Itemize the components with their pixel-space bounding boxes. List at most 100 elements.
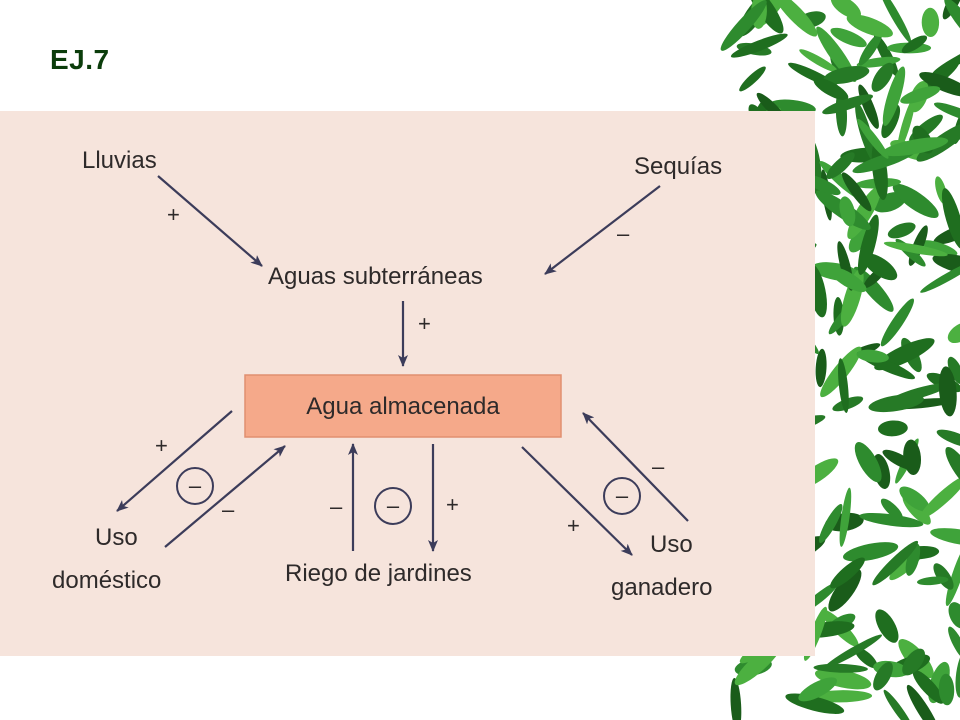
bamboo-leaf	[854, 441, 882, 483]
bamboo-leaf	[947, 322, 960, 344]
sign-riego-to-almacenada: –	[330, 494, 343, 519]
bamboo-leaf	[773, 0, 818, 37]
bamboo-leaf	[872, 540, 919, 586]
bamboo-leaf	[878, 420, 908, 437]
bamboo-leaf	[857, 214, 879, 275]
bamboo-leaf	[879, 0, 912, 44]
bamboo-leaf	[799, 49, 839, 73]
bamboo-leaf	[883, 241, 948, 257]
loop-sign-domestico: –	[189, 473, 202, 498]
sign-almacenada-to-domestico: +	[155, 433, 168, 458]
bamboo-leaf	[875, 609, 899, 643]
bamboo-leaf	[921, 7, 940, 37]
bamboo-leaf	[948, 602, 960, 629]
bamboo-leaf	[938, 673, 955, 706]
bamboo-leaf	[798, 677, 838, 702]
bamboo-leaf	[936, 429, 960, 448]
bamboo-leaf	[919, 71, 960, 97]
bamboo-leaf	[846, 14, 893, 38]
node-uso-ganadero-line1: Uso	[650, 531, 693, 558]
bamboo-leaf	[813, 663, 868, 673]
bamboo-leaf	[883, 689, 914, 720]
bamboo-leaf	[829, 267, 867, 293]
bamboo-leaf	[887, 222, 916, 239]
bamboo-leaf	[841, 172, 872, 212]
agua-almacenada-box	[244, 374, 562, 438]
bamboo-leaf	[818, 503, 843, 544]
arrow-domestico-to-almacenada	[164, 445, 286, 548]
sign-ganadero-to-almacenada: –	[652, 454, 665, 479]
bamboo-leaf	[900, 86, 941, 104]
bamboo-leaf	[892, 183, 939, 219]
bamboo-leaf	[813, 77, 849, 101]
bamboo-leaf	[916, 576, 949, 586]
bamboo-leaf	[843, 542, 899, 562]
bamboo-leaf	[823, 65, 870, 85]
bamboo-leaf	[933, 563, 954, 590]
arrow-ganadero-to-almacenada	[582, 412, 689, 522]
sign-almacenada-to-ganadero: +	[567, 513, 580, 538]
bamboo-leaf	[880, 498, 903, 520]
bamboo-leaf	[858, 32, 883, 66]
slide-title: EJ.7	[50, 44, 110, 75]
bamboo-leaf	[853, 266, 894, 312]
bamboo-leaf	[897, 97, 916, 152]
bamboo-leaf	[856, 56, 901, 68]
loop-circle-ganadero	[603, 477, 641, 515]
bamboo-leaf	[839, 196, 856, 227]
arrow-almacenada-to-domestico	[116, 410, 233, 512]
bamboo-leaf	[720, 0, 767, 51]
bamboo-leaf	[938, 366, 957, 417]
bamboo-leaf	[730, 678, 742, 720]
bamboo-leaf	[882, 66, 906, 126]
bamboo-leaf	[828, 569, 862, 612]
diagram-canvas: Agua almacenada Lluvias Sequías Aguas su…	[52, 147, 722, 601]
bamboo-leaf	[906, 684, 941, 720]
bamboo-leaf	[880, 298, 914, 347]
bamboo-leaf	[945, 446, 960, 492]
bamboo-leaf	[824, 634, 883, 669]
bamboo-leaf	[955, 649, 960, 698]
bamboo-leaf	[838, 358, 849, 413]
bamboo-leaf	[944, 0, 960, 47]
sign-domestico-to-almacenada: –	[222, 497, 235, 522]
bamboo-leaf	[945, 544, 960, 607]
bamboo-leaf	[871, 62, 894, 92]
node-riego-jardines: Riego de jardines	[285, 560, 472, 587]
bamboo-leaf	[830, 27, 867, 48]
bamboo-leaf	[881, 104, 901, 139]
bamboo-leaf	[948, 626, 960, 660]
loop-circle-riego	[374, 487, 412, 525]
bamboo-leaf	[902, 648, 926, 676]
sign-almacenada-to-riego: +	[446, 492, 459, 517]
bamboo-leaf	[830, 0, 861, 19]
bamboo-leaf	[839, 487, 852, 547]
bamboo-leaf	[730, 33, 788, 58]
bamboo-leaf	[888, 382, 950, 404]
sign-lluvias-to-aguas: +	[167, 202, 180, 227]
bamboo-leaf	[930, 528, 960, 547]
bamboo-leaf	[941, 188, 960, 250]
bamboo-leaf	[826, 152, 855, 179]
bamboo-leaf	[856, 349, 889, 363]
bamboo-leaf	[932, 253, 960, 275]
bamboo-leaf	[921, 240, 958, 256]
bamboo-leaf	[815, 348, 827, 388]
causal-loop-diagram: Agua almacenada Lluvias Sequías Aguas su…	[0, 111, 815, 656]
bamboo-leaf	[857, 118, 889, 159]
node-sequias: Sequías	[634, 153, 722, 180]
bamboo-leaf	[919, 475, 960, 519]
bamboo-leaf	[882, 137, 949, 157]
bamboo-leaf	[920, 260, 960, 293]
arrow-sequias-to-aguas	[544, 185, 661, 275]
node-uso-domestico-line2: doméstico	[52, 567, 161, 594]
bamboo-leaf	[814, 668, 872, 690]
loop-sign-riego: –	[387, 493, 400, 518]
bamboo-leaf	[822, 94, 873, 115]
arrow-lluvias-to-aguas	[157, 175, 263, 267]
bamboo-leaf	[931, 44, 960, 76]
node-uso-domestico-line1: Uso	[95, 524, 138, 551]
bamboo-leaf	[933, 102, 960, 123]
loop-sign-ganadero: –	[616, 483, 629, 508]
bamboo-leaf	[903, 439, 922, 476]
